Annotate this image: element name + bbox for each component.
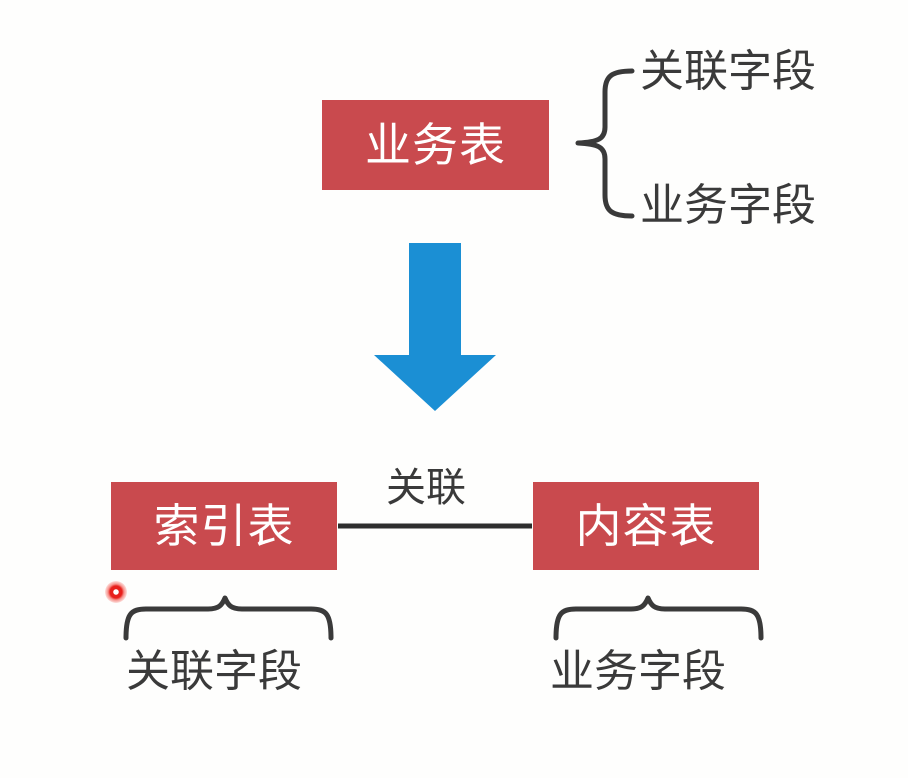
association-field-label-bottom: 关联字段 (126, 647, 302, 696)
up-brace-icon-left (123, 595, 334, 641)
index-table-label: 索引表 (153, 500, 295, 552)
right-brace-icon (575, 68, 635, 219)
business-table-label: 业务表 (365, 119, 506, 171)
up-brace-icon-right (553, 595, 764, 641)
down-arrow-icon (374, 243, 496, 411)
business-field-label-top: 业务字段 (640, 181, 816, 230)
relation-label: 关联 (386, 466, 466, 510)
content-table-label: 内容表 (575, 500, 717, 552)
index-table-box[interactable]: 索引表 (111, 482, 337, 570)
business-field-label-bottom: 业务字段 (550, 647, 726, 696)
click-marker-icon (105, 581, 127, 603)
association-field-label-top: 关联字段 (640, 47, 816, 96)
business-table-box[interactable]: 业务表 (322, 100, 549, 190)
content-table-box[interactable]: 内容表 (533, 482, 759, 570)
